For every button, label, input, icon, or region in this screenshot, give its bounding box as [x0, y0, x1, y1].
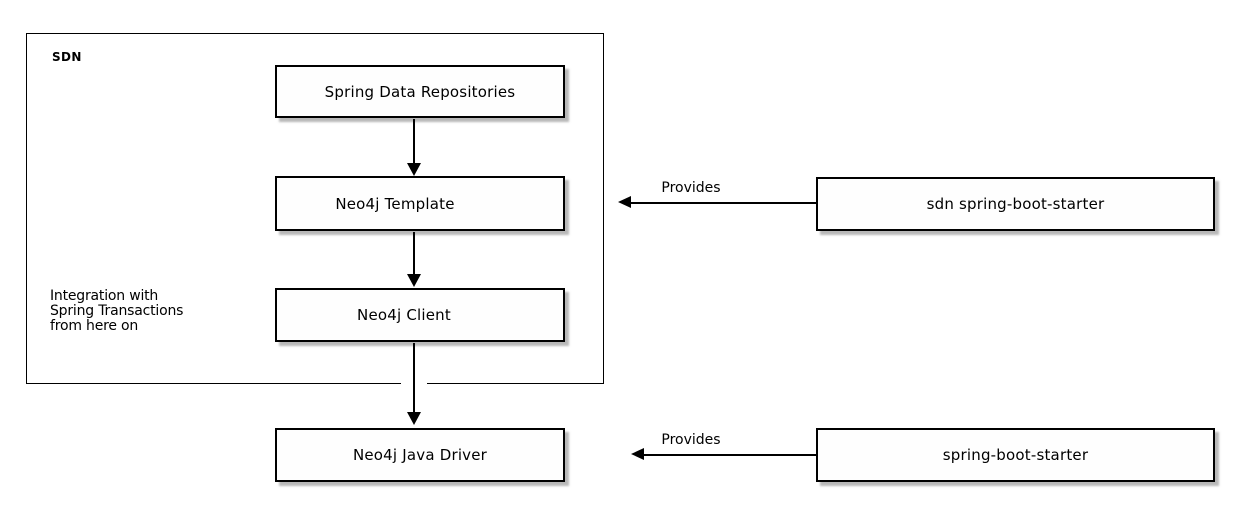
node-neo4j-template: Neo4j Template — [275, 176, 565, 231]
arrow-left-icon — [631, 448, 644, 460]
node-spring-boot-starter: spring-boot-starter — [816, 428, 1215, 482]
arrow-boot-starter-provides-line — [644, 454, 816, 456]
arrow-down-icon — [407, 412, 421, 425]
node-spring-data-repositories: Spring Data Repositories — [275, 65, 565, 118]
node-spring-boot-starter-label: spring-boot-starter — [942, 446, 1089, 464]
arrow-template-to-client-line — [413, 232, 415, 275]
arrow-sdn-starter-provides-line — [631, 202, 816, 204]
arrow-down-icon — [407, 163, 421, 176]
node-sdn-spring-boot-starter-label: sdn spring-boot-starter — [926, 195, 1105, 213]
sdn-group-box — [26, 33, 604, 384]
integration-note: Integration with Spring Transactions fro… — [50, 288, 184, 334]
provides-label-top: Provides — [661, 180, 721, 196]
node-sdn-spring-boot-starter: sdn spring-boot-starter — [816, 177, 1215, 231]
node-neo4j-java-driver-label: Neo4j Java Driver — [352, 446, 488, 464]
provides-label-bottom: Provides — [661, 432, 721, 448]
node-spring-data-repositories-label: Spring Data Repositories — [324, 82, 516, 101]
node-neo4j-client-label: Neo4j Client — [357, 306, 451, 324]
node-neo4j-template-label: Neo4j Template — [335, 194, 455, 213]
arrow-client-to-driver-line — [413, 343, 415, 413]
arrow-down-icon — [407, 274, 421, 287]
node-neo4j-java-driver: Neo4j Java Driver — [275, 428, 565, 482]
node-neo4j-client: Neo4j Client — [275, 288, 565, 342]
sdn-group-label: SDN — [52, 50, 82, 64]
arrow-left-icon — [618, 196, 631, 208]
arrow-repositories-to-template-line — [413, 119, 415, 164]
